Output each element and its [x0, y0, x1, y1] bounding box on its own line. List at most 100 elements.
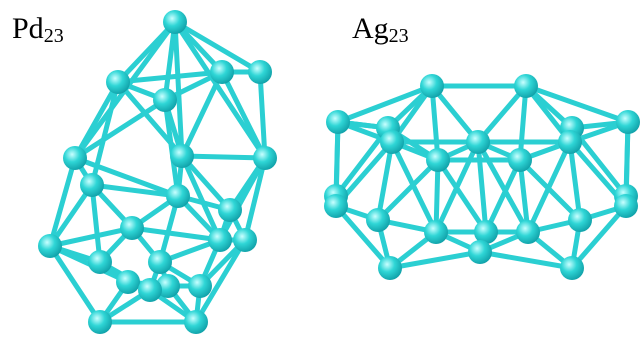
pd-atom [156, 274, 180, 298]
ag-bond [475, 83, 529, 145]
ag-bond [429, 83, 481, 145]
pd-bond [47, 225, 135, 249]
ag-bond [475, 139, 531, 235]
pd-atom [170, 144, 194, 168]
pd-atom [208, 228, 232, 252]
ag-bond [387, 249, 483, 271]
pd-atom [80, 173, 104, 197]
ag-bond [477, 249, 575, 271]
pd-bond [47, 155, 78, 249]
ag-bond [375, 139, 395, 223]
ag-bond [517, 157, 583, 223]
ag-bond [517, 83, 529, 163]
pd-bond [172, 19, 185, 159]
pd-atom [88, 250, 112, 274]
ag-atom [420, 74, 444, 98]
pd-bond [89, 182, 103, 265]
pd-atom [38, 234, 62, 258]
pd-atom [166, 184, 190, 208]
pd23-atoms [38, 10, 277, 334]
ag-bond [435, 157, 489, 235]
ag-atom [466, 130, 490, 154]
pd-atom [184, 310, 208, 334]
pd-bond [242, 155, 268, 243]
pd-bond [72, 155, 181, 199]
pd-atom [153, 88, 177, 112]
pd-atom [248, 60, 272, 84]
ag-atom [468, 240, 492, 264]
ag-atom [378, 256, 402, 280]
ag-bond [429, 83, 441, 163]
pd-atom [63, 146, 87, 170]
ag23-element: Ag [352, 12, 389, 45]
pd-bond [162, 97, 181, 199]
ag-atom [616, 110, 640, 134]
ag-bond [375, 157, 441, 223]
ag-atom [516, 220, 540, 244]
pd-bond [47, 243, 103, 325]
pd-bond [179, 153, 233, 213]
pd-atom [188, 274, 212, 298]
pd23-cluster [38, 10, 277, 334]
pd-atom [148, 250, 172, 274]
ag-atom [424, 220, 448, 244]
pd-bond [257, 69, 268, 161]
pd-bond [115, 69, 225, 85]
ag-bond [483, 157, 523, 235]
pd-atom [210, 60, 234, 84]
pd-atom [253, 146, 277, 170]
pd-atom [218, 198, 242, 222]
pd-bond [172, 19, 268, 161]
pd-bond [89, 182, 181, 199]
ag-bond [335, 83, 435, 125]
ag-atom [324, 194, 348, 218]
pd-bond [179, 153, 223, 243]
ag-bond [333, 203, 393, 271]
pd-bond [217, 155, 268, 243]
ag-bond [567, 139, 583, 223]
ag-atom [508, 148, 532, 172]
ag23-cluster [324, 74, 640, 280]
pd-bond [179, 69, 225, 159]
pd-atom [116, 270, 140, 294]
pd-bond [72, 79, 121, 161]
ag-bond [523, 83, 631, 125]
pd-atom [163, 10, 187, 34]
ag23-count: 23 [388, 25, 409, 47]
ag23-label: Ag23 [352, 12, 409, 47]
pd23-count: 23 [43, 25, 64, 47]
ag-bond [333, 125, 391, 199]
ag-atom [614, 194, 638, 218]
ag23-atoms [324, 74, 640, 280]
pd-atom [138, 278, 162, 302]
ag-atom [558, 130, 582, 154]
ag-bond [623, 119, 631, 199]
pd-atom [88, 310, 112, 334]
ag-bond [333, 119, 341, 199]
pd23-element: Pd [12, 12, 44, 45]
ag-bond [517, 157, 531, 235]
ag-atom [474, 220, 498, 244]
pd-bond [47, 182, 95, 249]
ag-atom [426, 148, 450, 172]
pd-bond [219, 69, 268, 161]
pd-atom [233, 228, 257, 252]
pd23-label: Pd23 [12, 12, 64, 47]
pd-bond [129, 225, 223, 243]
ag-bond [569, 203, 629, 271]
ag-bond [433, 157, 441, 235]
pd-bond [179, 153, 268, 161]
ag-bond [475, 139, 489, 235]
pd-atom [106, 70, 130, 94]
pd-bond [72, 97, 168, 161]
pd-bond [193, 237, 248, 325]
ag-atom [514, 74, 538, 98]
ag-atom [568, 208, 592, 232]
pd-bond [172, 19, 263, 75]
ag-atom [326, 110, 350, 134]
ag-atom [380, 130, 404, 154]
ag-atom [366, 208, 390, 232]
ag-atom [560, 256, 584, 280]
